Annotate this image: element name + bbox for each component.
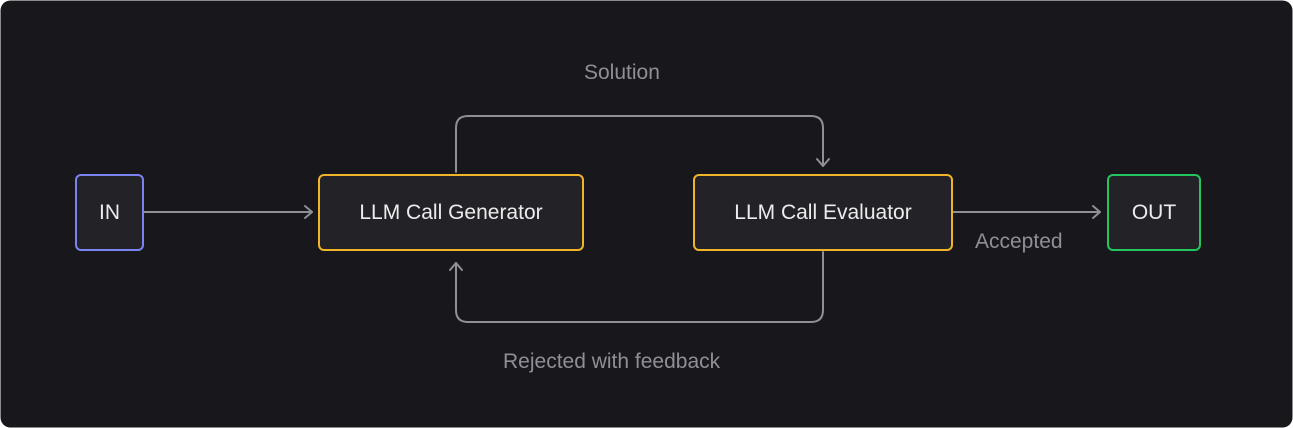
edge-solution (455, 115, 824, 173)
node-output-label: OUT (1131, 200, 1177, 224)
arrowhead-evaluator-top (816, 158, 830, 167)
node-generator-label: LLM Call Generator (359, 200, 543, 224)
edge-rejected (455, 251, 824, 323)
node-input-label: IN (99, 200, 120, 224)
arrowhead-generator-in (304, 205, 313, 219)
edge-label-accepted: Accepted (975, 230, 1063, 253)
node-input: IN (75, 174, 144, 251)
node-llm-call-evaluator: LLM Call Evaluator (693, 174, 953, 251)
arrowhead-out (1092, 205, 1101, 219)
arrowhead-generator-bottom (449, 262, 463, 271)
node-llm-call-generator: LLM Call Generator (318, 174, 584, 251)
node-output: OUT (1107, 174, 1201, 251)
node-evaluator-label: LLM Call Evaluator (734, 200, 912, 224)
edge-label-rejected: Rejected with feedback (503, 350, 721, 373)
edge-label-solution: Solution (584, 61, 660, 84)
